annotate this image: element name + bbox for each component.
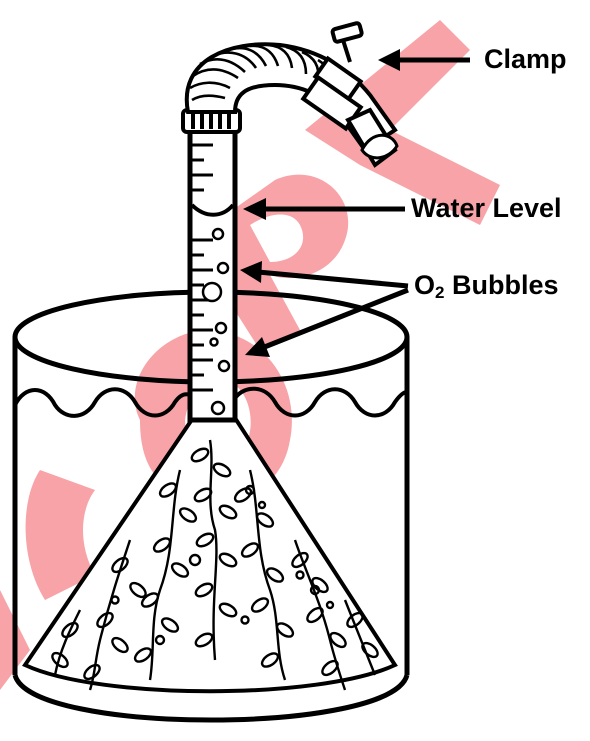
water-level-label: Water Level — [411, 193, 562, 224]
o2-bubbles-label: O2 Bubbles — [414, 270, 559, 303]
o2-label-prefix: O — [414, 270, 435, 300]
graduated-tube — [190, 118, 235, 420]
o2-label-suffix: Bubbles — [444, 270, 558, 300]
clamp-label: Clamp — [484, 44, 567, 75]
